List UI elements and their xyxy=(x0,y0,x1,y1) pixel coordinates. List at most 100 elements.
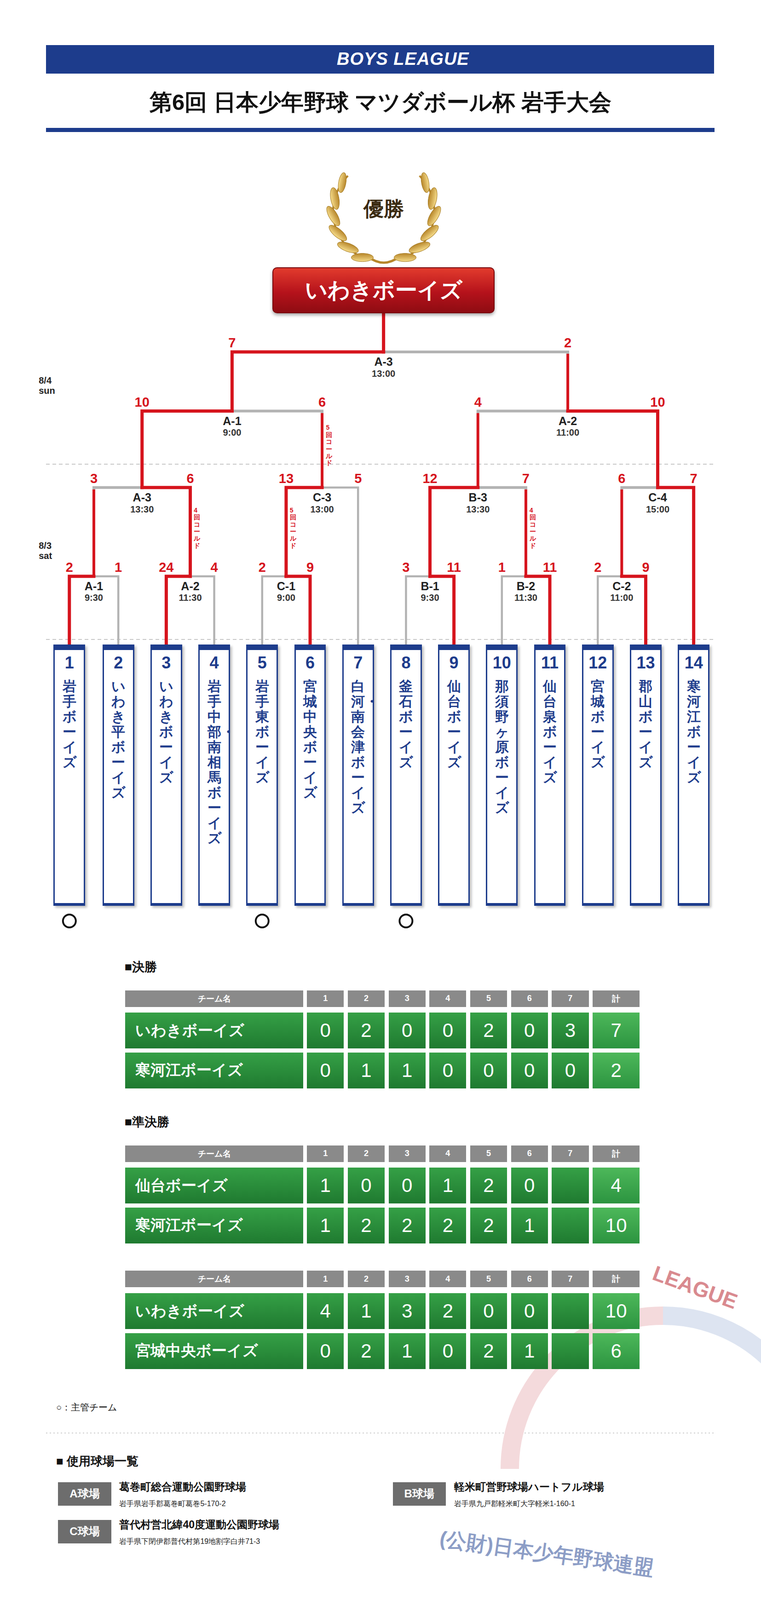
called-game-note: 4回コールド xyxy=(529,507,537,550)
bracket-line xyxy=(567,411,658,488)
match-text-1: 11:30 xyxy=(514,592,538,604)
match-label: A-313:30 xyxy=(128,487,156,515)
table-header: 計 xyxy=(592,1270,640,1288)
table-header: 計 xyxy=(592,990,640,1008)
champ-text-0: いわきボーイズ xyxy=(305,275,463,306)
score-label: 5 xyxy=(354,472,362,486)
table-cell-empty xyxy=(551,1207,589,1244)
team-box: 5岩手東ボーイズ xyxy=(246,644,278,906)
match-text-0: C-2 xyxy=(610,579,634,594)
bracket-line xyxy=(381,313,386,352)
team-text-1: 仙台泉ボーイズ xyxy=(542,678,557,785)
table-cell: 2 xyxy=(470,1333,508,1370)
table-cell-empty xyxy=(551,1167,589,1204)
table-cell: 2 xyxy=(429,1293,467,1330)
match-label: C-211:00 xyxy=(608,576,635,604)
table-cell: 6 xyxy=(592,1333,640,1370)
match-label: C-415:00 xyxy=(644,487,672,515)
score-label: 2 xyxy=(564,336,572,350)
table-cell: 0 xyxy=(347,1167,385,1204)
table-header: 6 xyxy=(511,1145,548,1163)
team-text-0: 10 xyxy=(492,653,512,673)
table-cell: 1 xyxy=(347,1052,385,1089)
team-box: 3いわきボーイズ xyxy=(150,644,183,906)
table-cell: 4 xyxy=(306,1293,344,1330)
team-text-1: いわきボーイズ xyxy=(159,678,173,785)
team-text-1: 仙台ボーイズ xyxy=(447,678,462,770)
table-cell: 0 xyxy=(388,1167,426,1204)
section-divider xyxy=(46,1432,715,1434)
team-box: 10 那須野ヶ原ボーイズ xyxy=(485,644,518,906)
section-heading: ■準決勝 xyxy=(124,1113,169,1131)
team-box: 6宮城中央ボーイズ xyxy=(294,644,327,906)
team-text-1: 那須野ヶ原ボーイズ xyxy=(495,678,509,816)
score-label: 7 xyxy=(228,336,236,350)
team-text-0: 2 xyxy=(113,653,123,673)
table-cell: 寒河江ボーイズ xyxy=(125,1052,303,1089)
watermark-text: (公財)日本少年野球連盟 xyxy=(438,1525,656,1583)
ballpark-tag: B球場 xyxy=(392,1482,446,1506)
team-box: 14寒河江ボーイズ xyxy=(677,644,710,906)
table-cell: 2 xyxy=(470,1012,508,1049)
bracket-line xyxy=(231,411,323,488)
match-label: C-313:00 xyxy=(308,487,336,515)
match-text-0: A-2 xyxy=(178,579,202,594)
table-cell: 1 xyxy=(388,1333,426,1370)
ballpark-name: 普代村営北緯40度運動公園野球場 xyxy=(119,1517,280,1533)
team-text-0: 12 xyxy=(588,653,607,673)
team-text-1: 岩手東ボーイズ xyxy=(255,678,270,785)
table-cell: 0 xyxy=(429,1052,467,1089)
table-cell: 2 xyxy=(347,1207,385,1244)
table-header: 4 xyxy=(429,990,467,1008)
table-cell: 1 xyxy=(306,1167,344,1204)
table-header: 4 xyxy=(429,1270,467,1288)
table-header: チーム名 xyxy=(125,1270,303,1288)
host-circle xyxy=(63,914,413,928)
team-box: 4岩手中部・南相馬ボーイズ xyxy=(198,644,231,906)
match-text-0: C-4 xyxy=(645,490,670,505)
score-label: 3 xyxy=(402,560,410,575)
table-cell: 1 xyxy=(388,1052,426,1089)
team-text-0: 7 xyxy=(353,653,363,673)
table-header: 2 xyxy=(347,1270,385,1288)
match-label: B-313:30 xyxy=(464,487,492,515)
table-cell: いわきボーイズ xyxy=(125,1293,303,1330)
section-heading: ■決勝 xyxy=(124,958,157,976)
match-text-1: 11:00 xyxy=(610,592,634,604)
table-cell: 1 xyxy=(511,1333,548,1370)
table-cell: 仙台ボーイズ xyxy=(125,1167,303,1204)
match-text-1: 9:30 xyxy=(84,592,104,604)
table-cell: 1 xyxy=(347,1293,385,1330)
table-header: 7 xyxy=(551,990,589,1008)
score-label: 11 xyxy=(542,560,558,575)
champion-box: いわきボーイズ xyxy=(272,267,495,314)
page-title: 第6回 日本少年野球 マツダボール杯 岩手大会 xyxy=(0,87,761,118)
score-label: 2 xyxy=(593,560,602,575)
team-text-0: 9 xyxy=(449,653,459,673)
table-header: 4 xyxy=(429,1145,467,1163)
match-text-0: B-3 xyxy=(466,490,490,505)
tag-text-0: C球場 xyxy=(69,1524,100,1540)
table-cell: 10 xyxy=(592,1207,640,1244)
match-label: C-19:00 xyxy=(275,576,298,604)
score-label: 3 xyxy=(90,472,98,486)
table-cell: 0 xyxy=(306,1052,344,1089)
team-box: 11仙台泉ボーイズ xyxy=(534,644,566,906)
score-label: 6 xyxy=(318,395,326,410)
team-text-0: 8 xyxy=(401,653,411,673)
band-text-0: BOYS LEAGUE xyxy=(336,49,470,70)
table-cell: 3 xyxy=(388,1293,426,1330)
match-text-1: 9:30 xyxy=(420,592,439,604)
table-header: 5 xyxy=(470,1270,508,1288)
score-label: 12 xyxy=(422,472,438,486)
laurel-wreath xyxy=(324,172,444,263)
table-header: 3 xyxy=(388,1270,426,1288)
match-text-1: 13:30 xyxy=(466,504,490,515)
table-header: 7 xyxy=(551,1270,589,1288)
match-text-0: A-3 xyxy=(130,490,154,505)
day-divider xyxy=(46,639,715,640)
score-label: 13 xyxy=(278,472,294,486)
table-cell: 1 xyxy=(429,1167,467,1204)
table-cell: 2 xyxy=(388,1207,426,1244)
table-cell: 3 xyxy=(551,1012,589,1049)
